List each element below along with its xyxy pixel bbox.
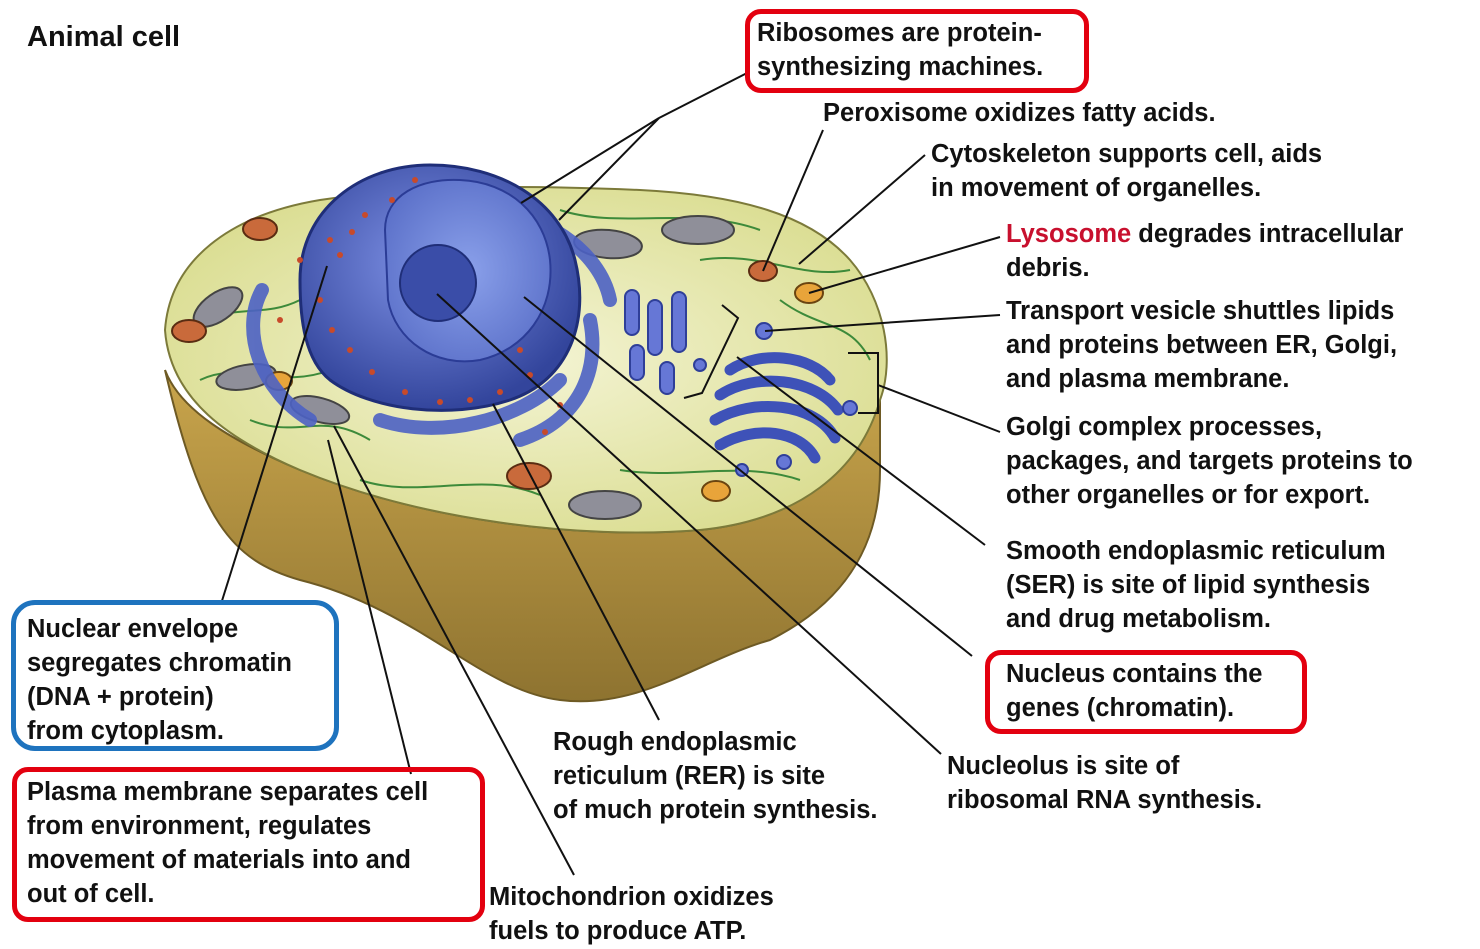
label-line: Nucleus contains the xyxy=(1006,657,1262,691)
label-line: Rough endoplasmic xyxy=(553,725,877,759)
label-cytoskeleton: Cytoskeleton supports cell, aids in move… xyxy=(931,137,1322,205)
nucleus-shape xyxy=(300,165,580,410)
label-line: Plasma membrane separates cell xyxy=(27,775,428,809)
label-line: from cytoplasm. xyxy=(27,714,292,748)
label-peroxisome: Peroxisome oxidizes fatty acids. xyxy=(823,96,1216,130)
page-title: Animal cell xyxy=(27,20,180,54)
label-mitochondrion: Mitochondrion oxidizes fuels to produce … xyxy=(489,880,774,948)
label-line: packages, and targets proteins to xyxy=(1006,444,1413,478)
label-line: Peroxisome oxidizes fatty acids. xyxy=(823,96,1216,130)
label-line: of much protein synthesis. xyxy=(553,793,877,827)
label-line: debris. xyxy=(1006,251,1403,285)
label-line: Nuclear envelope xyxy=(27,612,292,646)
label-line: genes (chromatin). xyxy=(1006,691,1262,725)
label-line: ribosomal RNA synthesis. xyxy=(947,783,1262,817)
label-line: fuels to produce ATP. xyxy=(489,914,774,948)
label-transport-vesicle: Transport vesicle shuttles lipids and pr… xyxy=(1006,294,1397,396)
label-line: Golgi complex processes, xyxy=(1006,410,1413,444)
label-nucleolus: Nucleolus is site of ribosomal RNA synth… xyxy=(947,749,1262,817)
label-ser: Smooth endoplasmic reticulum (SER) is si… xyxy=(1006,534,1386,636)
label-line: from environment, regulates xyxy=(27,809,428,843)
nucleolus-shape xyxy=(400,245,476,321)
label-line: and proteins between ER, Golgi, xyxy=(1006,328,1397,362)
label-line: segregates chromatin xyxy=(27,646,292,680)
label-line: and drug metabolism. xyxy=(1006,602,1386,636)
label-line: Mitochondrion oxidizes xyxy=(489,880,774,914)
label-ribosomes: Ribosomes are protein- synthesizing mach… xyxy=(757,16,1043,84)
label-line: Lysosome degrades intracellular xyxy=(1006,217,1403,251)
label-line: Nucleolus is site of xyxy=(947,749,1262,783)
label-line: (DNA + protein) xyxy=(27,680,292,714)
label-line: out of cell. xyxy=(27,877,428,911)
label-line: synthesizing machines. xyxy=(757,50,1043,84)
label-plasma-membrane: Plasma membrane separates cell from envi… xyxy=(27,775,428,911)
label-rer: Rough endoplasmic reticulum (RER) is sit… xyxy=(553,725,877,827)
label-line: movement of materials into and xyxy=(27,843,428,877)
label-line: Smooth endoplasmic reticulum xyxy=(1006,534,1386,568)
label-line: (SER) is site of lipid synthesis xyxy=(1006,568,1386,602)
label-lysosome: Lysosome degrades intracellular debris. xyxy=(1006,217,1403,285)
label-line: and plasma membrane. xyxy=(1006,362,1397,396)
label-line: in movement of organelles. xyxy=(931,171,1322,205)
label-line: Ribosomes are protein- xyxy=(757,16,1043,50)
lysosome-description: degrades intracellular xyxy=(1131,220,1403,248)
label-golgi: Golgi complex processes, packages, and t… xyxy=(1006,410,1413,512)
label-nuclear-envelope: Nuclear envelope segregates chromatin (D… xyxy=(27,612,292,748)
label-line: other organelles or for export. xyxy=(1006,478,1413,512)
label-line: Cytoskeleton supports cell, aids xyxy=(931,137,1322,171)
label-line: Transport vesicle shuttles lipids xyxy=(1006,294,1397,328)
label-nucleus: Nucleus contains the genes (chromatin). xyxy=(1006,657,1262,725)
lysosome-term: Lysosome xyxy=(1006,220,1131,248)
label-line: reticulum (RER) is site xyxy=(553,759,877,793)
